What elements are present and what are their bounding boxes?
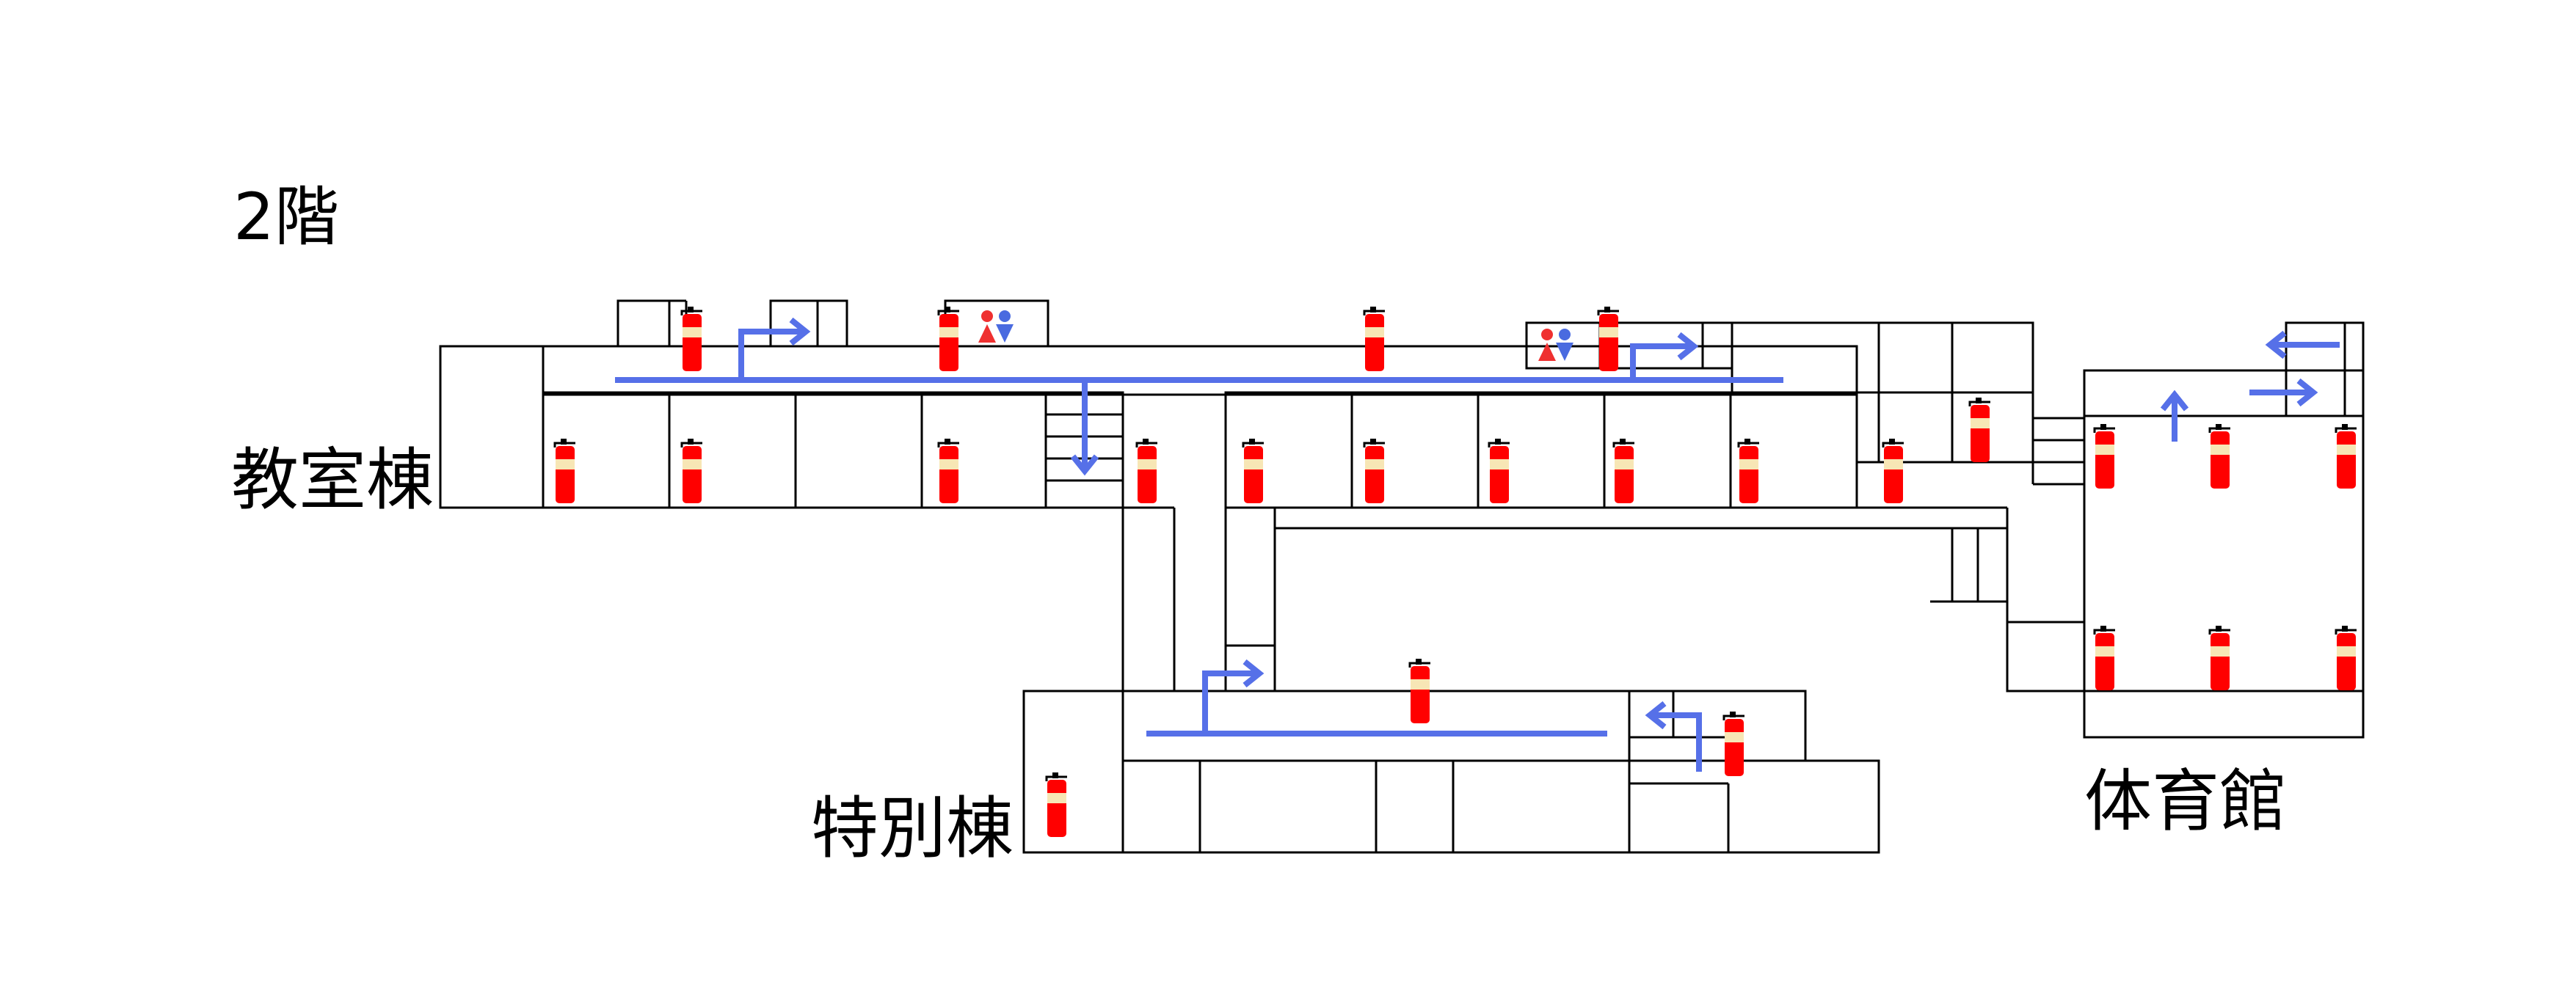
restroom-icon	[978, 310, 1014, 343]
fire-extinguisher-icon	[1968, 396, 1992, 464]
restroom-icon	[1538, 329, 1573, 361]
fire-extinguisher-icon	[2208, 423, 2232, 490]
fire-extinguisher-icon	[1597, 305, 1620, 373]
fire-extinguisher-icon	[2335, 423, 2358, 490]
fire-extinguisher-icon	[2093, 423, 2117, 490]
fire-extinguisher-icon	[1363, 305, 1386, 373]
fire-extinguisher-icon	[553, 437, 577, 505]
fire-extinguisher-icon	[1363, 437, 1386, 505]
fire-extinguisher-icon	[2093, 624, 2117, 692]
fire-extinguisher-icon	[1135, 437, 1159, 505]
fire-extinguisher-icon	[2335, 624, 2358, 692]
fire-extinguisher-icon	[2208, 624, 2232, 692]
special-building-label: 特別棟	[811, 789, 1014, 868]
fire-extinguisher-icon	[1488, 437, 1511, 505]
fire-extinguisher-icon	[1242, 437, 1265, 505]
gym-label: 体育館	[2084, 762, 2288, 841]
fire-extinguisher-icon	[1408, 657, 1432, 725]
fire-extinguisher-icon	[1045, 771, 1069, 838]
fire-extinguisher-icon	[1722, 710, 1746, 778]
restrooms	[978, 310, 1573, 361]
fire-extinguisher-icon	[1882, 437, 1905, 505]
fire-extinguishers	[553, 305, 2358, 838]
evacuation-routes	[615, 317, 2340, 772]
fire-extinguisher-icon	[937, 437, 961, 505]
fire-extinguisher-icon	[680, 437, 704, 505]
floor-label: 2階	[233, 179, 339, 255]
fire-extinguisher-icon	[680, 305, 704, 373]
walls	[439, 299, 2365, 854]
fire-extinguisher-icon	[1737, 437, 1761, 505]
fire-extinguisher-icon	[937, 305, 961, 373]
fire-extinguisher-icon	[1612, 437, 1636, 505]
classroom-building-label: 教室棟	[231, 441, 434, 519]
